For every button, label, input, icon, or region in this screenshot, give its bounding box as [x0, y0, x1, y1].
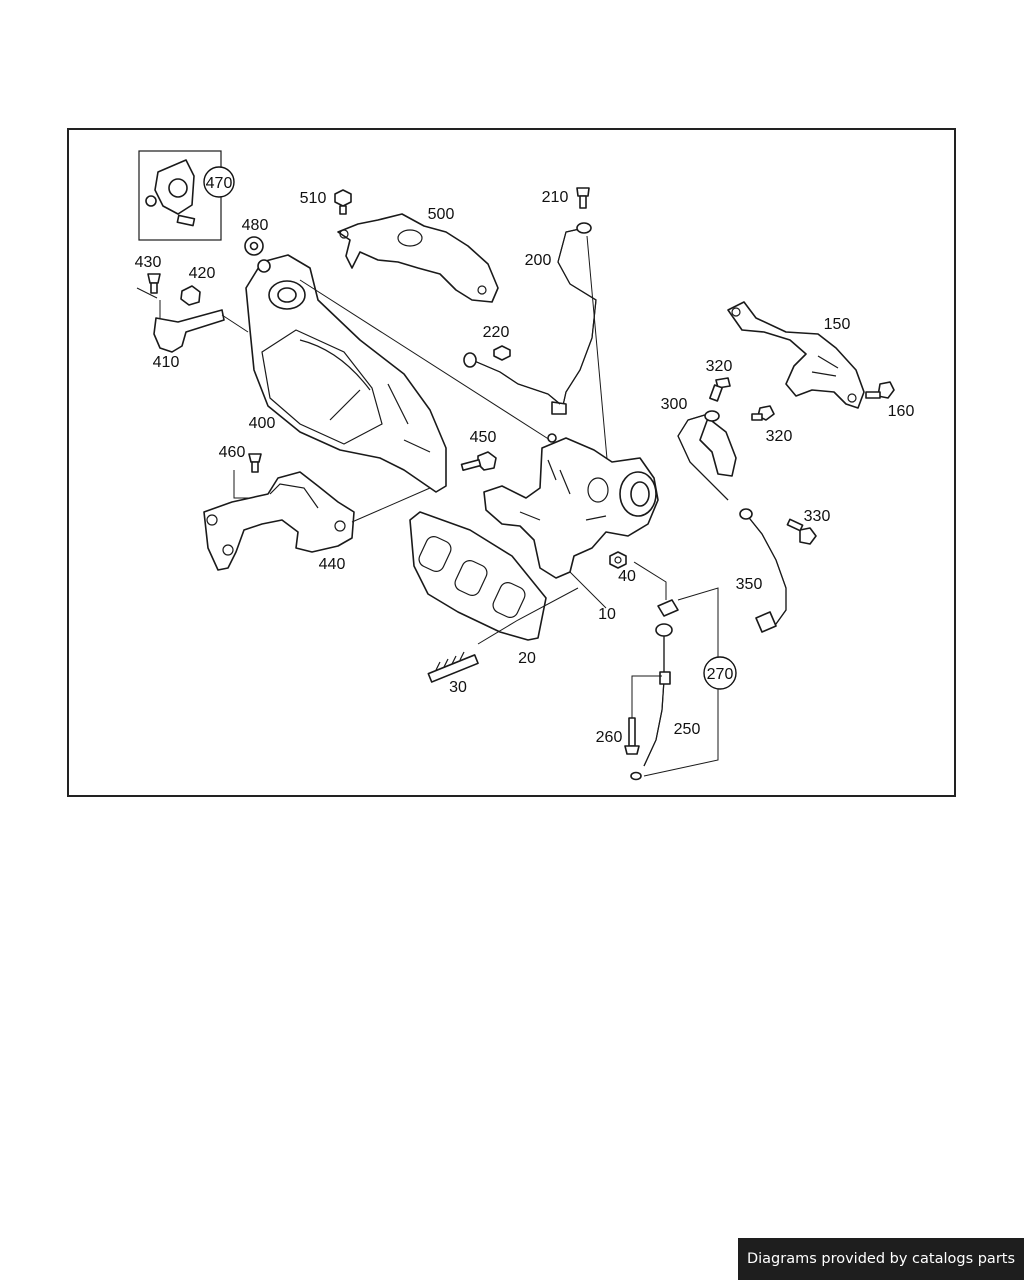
part-440-support-bracket — [203, 471, 355, 571]
label-30[interactable]: 30 — [449, 679, 467, 696]
diagram-frame — [67, 128, 956, 797]
part-400-heat-shield — [245, 254, 447, 493]
label-250[interactable]: 250 — [674, 721, 701, 738]
label-440[interactable]: 440 — [319, 556, 346, 573]
part-40-nut — [609, 551, 627, 569]
label-480[interactable]: 480 — [242, 217, 269, 234]
label-450[interactable]: 450 — [470, 429, 497, 446]
label-470[interactable]: 470 — [206, 175, 233, 192]
part-20-manifold-gasket — [409, 511, 547, 641]
part-250-oil-line — [630, 599, 679, 781]
label-320-upper[interactable]: 320 — [706, 358, 733, 375]
part-150-bracket — [727, 301, 865, 409]
label-500[interactable]: 500 — [428, 206, 455, 223]
callout-circle-270 — [703, 656, 737, 690]
label-320-lower[interactable]: 320 — [766, 428, 793, 445]
label-400[interactable]: 400 — [249, 415, 276, 432]
label-430[interactable]: 430 — [135, 254, 162, 271]
part-30-stud — [427, 651, 479, 683]
label-420[interactable]: 420 — [189, 265, 216, 282]
part-350-hose — [739, 508, 787, 633]
label-10[interactable]: 10 — [598, 606, 616, 623]
label-220[interactable]: 220 — [483, 324, 510, 341]
label-40[interactable]: 40 — [618, 568, 636, 585]
part-470-gasket-kit — [138, 150, 222, 241]
part-210-banjo-bolt — [576, 187, 590, 209]
part-300-pipe — [677, 410, 737, 501]
part-510-bolt — [334, 189, 352, 215]
part-260-bolt — [624, 717, 640, 755]
label-20[interactable]: 20 — [518, 650, 536, 667]
part-480-washer — [244, 236, 264, 256]
label-410[interactable]: 410 — [153, 354, 180, 371]
label-330[interactable]: 330 — [804, 508, 831, 525]
label-510[interactable]: 510 — [300, 190, 327, 207]
part-160-bolt — [865, 381, 895, 399]
label-460[interactable]: 460 — [219, 444, 246, 461]
label-160[interactable]: 160 — [888, 403, 915, 420]
label-300[interactable]: 300 — [661, 396, 688, 413]
part-320-bolt-lower — [751, 405, 775, 421]
label-270[interactable]: 270 — [707, 666, 734, 683]
footer-banner: Diagrams provided by catalogs parts — [738, 1238, 1024, 1280]
label-260[interactable]: 260 — [596, 729, 623, 746]
label-350[interactable]: 350 — [736, 576, 763, 593]
part-320-bolt-upper — [709, 377, 731, 402]
label-210[interactable]: 210 — [542, 189, 569, 206]
part-10-turbocharger — [483, 433, 659, 579]
part-460-bolt — [248, 453, 262, 473]
part-450-bolt — [460, 451, 497, 472]
callout-circle-470 — [203, 166, 235, 198]
part-200-oil-feed-line — [551, 222, 597, 415]
part-420-nut — [180, 285, 201, 306]
part-410-bracket — [153, 309, 225, 353]
part-330-bolt — [786, 518, 817, 545]
part-500-turbo-heat-shield — [337, 213, 499, 303]
label-150[interactable]: 150 — [824, 316, 851, 333]
part-220-oil-return-line — [463, 345, 561, 405]
label-200[interactable]: 200 — [525, 252, 552, 269]
part-430-bolt — [147, 273, 161, 294]
